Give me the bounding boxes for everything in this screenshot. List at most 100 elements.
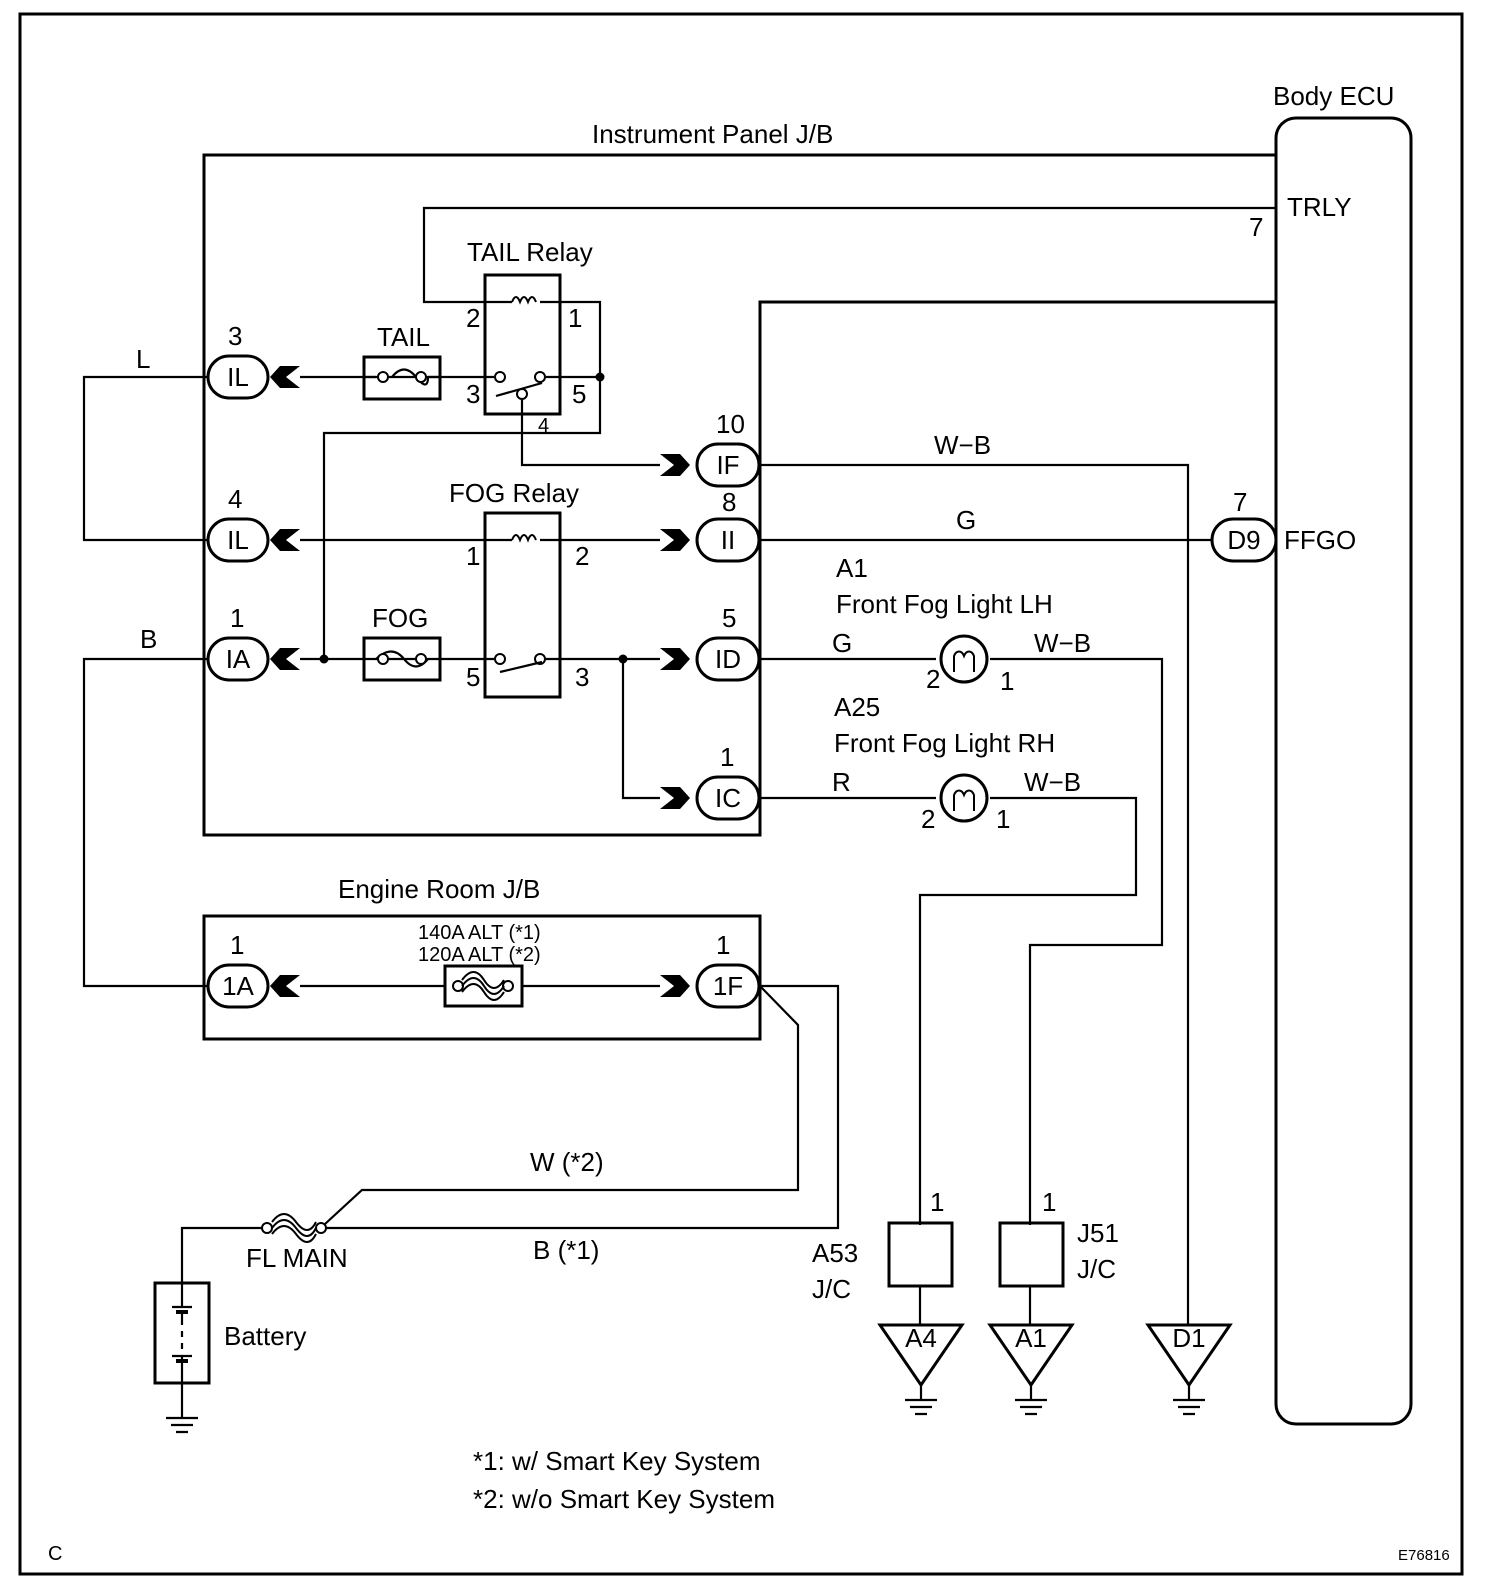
wire-label-if-wb: W−B [934,430,991,460]
relay-pin: 3 [466,379,480,409]
wire-label-rh-r: R [832,767,851,797]
lh-name: Front Fog Light LH [836,589,1053,619]
connector-label: IA [226,644,251,674]
instrument-panel-jb: Instrument Panel J/B [202,119,1276,837]
connector-ia: IA 1 [206,603,300,682]
relay-pin: 2 [575,541,589,571]
note-1: *1: w/ Smart Key System [473,1446,761,1476]
rh-code: A25 [834,692,880,722]
connector-pin: 3 [228,321,242,351]
wire-label-l: L [136,344,150,374]
connector-pin: 1 [720,742,734,772]
connector-label: D9 [1227,525,1260,555]
wire-label-b: B [140,624,157,654]
rh-name: Front Fog Light RH [834,728,1055,758]
junction-j51: 1 J51 J/C [998,1187,1119,1288]
engine-room-jb: Engine Room J/B [202,874,762,1041]
connector-pin: 7 [1233,487,1247,517]
connector-if: IF 10 [660,409,761,488]
a53-code: A53 [812,1238,858,1268]
tail-relay: TAIL Relay 2 1 3 5 4 [466,237,593,437]
connector-pin: 10 [716,409,745,439]
j51-type: J/C [1077,1254,1116,1284]
lh-pin-out: 1 [1000,666,1014,696]
rh-pin-out: 1 [996,804,1010,834]
note-2: *2: w/o Smart Key System [473,1484,775,1514]
battery-label: Battery [224,1321,306,1351]
wire-label-w2: W (*2) [530,1147,604,1177]
ecu-trly-pin: 7 [1249,212,1263,242]
connector-er-1f: 1F 1 [660,930,761,1009]
wire-label-b1: B (*1) [533,1235,599,1265]
body-ecu-label: Body ECU [1273,81,1394,111]
relay-pin: 3 [575,662,589,692]
connector-label: IF [716,450,739,480]
wire-label-lh-g: G [832,628,852,658]
fl-main-fuse: FL MAIN [246,1213,348,1273]
connector-pin: 5 [722,603,736,633]
wire-label-ii-g: G [956,505,976,535]
connector-il-mid: IL 4 [206,484,300,563]
ecu-terminal-trly: TRLY [1287,192,1352,222]
connector-il-top: IL 3 [206,321,300,400]
ground-a1: A1 [987,1323,1075,1416]
body-ecu: Body ECU TRLY 7 FFGO [1249,81,1413,1426]
ground-label: A1 [1015,1323,1047,1353]
lh-pin-in: 2 [926,664,940,694]
ground-label: D1 [1172,1323,1205,1353]
connector-pin: 1 [230,603,244,633]
alt-fuse: 140A ALT (*1) 120A ALT (*2) [418,922,541,1008]
j51-code: J51 [1077,1218,1119,1248]
connector-label: ID [715,644,741,674]
tail-fuse-label: TAIL [377,322,430,352]
lh-code: A1 [836,553,868,583]
fog-relay: FOG Relay 1 2 5 3 [449,478,589,699]
connector-ic: IC 1 [660,742,761,821]
fog-fuse: FOG [362,603,442,682]
ground-d1: D1 [1145,1323,1233,1416]
connector-label: 1F [713,971,743,1001]
wire-label-lh-wb: W−B [1034,628,1091,658]
connector-d9: D9 7 [1210,487,1278,563]
a53-pin: 1 [930,1187,944,1217]
connector-pin: 8 [722,487,736,517]
relay-pin: 1 [466,541,480,571]
junction-a53: 1 A53 J/C [812,1187,954,1304]
connector-ii: II 8 [660,487,761,563]
front-fog-light-lh: A1 Front Fog Light LH 2 1 [836,553,1053,696]
notes: *1: w/ Smart Key System *2: w/o Smart Ke… [473,1446,775,1514]
relay-pin: 4 [538,415,549,437]
alt-fuse-label-1: 140A ALT (*1) [418,922,541,944]
connector-label: IL [227,362,249,392]
connector-label: IL [227,525,249,555]
rh-pin-in: 2 [921,804,935,834]
ground-a4: A4 [877,1323,965,1416]
tail-fuse: TAIL [362,322,442,401]
corner-letter: C [48,1543,62,1565]
connector-pin: 1 [230,930,244,960]
engine-room-jb-label: Engine Room J/B [338,874,540,904]
tail-relay-label: TAIL Relay [467,237,593,267]
a53-type: J/C [812,1274,851,1304]
fog-fuse-label: FOG [372,603,428,633]
ground-label: A4 [905,1323,937,1353]
fog-relay-label: FOG Relay [449,478,579,508]
connector-label: II [721,525,735,555]
relay-pin: 5 [466,662,480,692]
connector-pin: 4 [228,484,242,514]
instrument-panel-jb-label: Instrument Panel J/B [592,119,833,149]
outer-frame [18,12,1464,1576]
connector-id: ID 5 [660,603,761,682]
connector-er-1a: 1A 1 [206,930,300,1009]
alt-fuse-label-2: 120A ALT (*2) [418,944,541,966]
j51-pin: 1 [1042,1187,1056,1217]
wire-colour-labels: L B W−B G G W−B R W−B W (*2) B (*1) [136,344,1091,1265]
connector-label: 1A [222,971,254,1001]
relay-pin: 5 [572,379,586,409]
figure-code: E76816 [1398,1547,1450,1564]
ecu-terminal-ffgo: FFGO [1284,525,1356,555]
relay-pin: 1 [568,303,582,333]
fl-main-label: FL MAIN [246,1243,348,1273]
wires [82,206,1276,1418]
